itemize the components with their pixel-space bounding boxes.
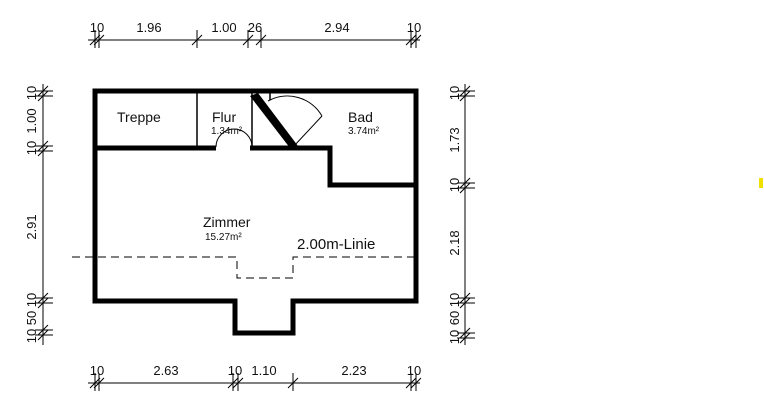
room-name-treppe: Treppe (117, 109, 161, 125)
room-area-bad: 3.74m² (348, 126, 380, 137)
dim-left-1: 10 (24, 86, 39, 100)
dim-top-6: 10 (407, 20, 421, 35)
dim-bottom-3: 10 (228, 363, 242, 378)
dim-left-3: 10 (24, 141, 39, 155)
dim-right-7: 10 (447, 330, 462, 344)
room-name-zimmer: Zimmer (203, 214, 251, 230)
dim-top-5: 2.94 (324, 20, 349, 35)
room-area-zimmer: 15.27m² (205, 232, 242, 243)
dimension-right (457, 84, 475, 345)
dim-right-4: 2.18 (447, 230, 462, 255)
interior-walls (97, 93, 414, 188)
dim-top-1: 10 (90, 20, 104, 35)
two-meter-line-label: 2.00m-Linie (297, 236, 375, 253)
dim-right-6: 60 (447, 311, 462, 325)
dim-top-3: 1.00 (211, 20, 236, 35)
dim-right-3: 10 (447, 178, 462, 192)
flur-arch (215, 128, 253, 148)
yellow-marker (759, 178, 763, 188)
dim-left-2: 1.00 (24, 108, 39, 133)
dim-bottom-2: 2.63 (153, 363, 178, 378)
dimension-top (88, 30, 422, 48)
dim-bottom-4: 1.10 (251, 363, 276, 378)
exterior-walls (92, 88, 419, 336)
dim-left-5: 10 (24, 293, 39, 307)
dim-bottom-5: 2.23 (341, 363, 366, 378)
dim-top-4: 26 (248, 20, 262, 35)
room-name-flur: Flur (212, 109, 236, 125)
dim-right-1: 10 (447, 86, 462, 100)
dim-right-2: 1.73 (447, 127, 462, 152)
dim-right-5: 10 (447, 293, 462, 307)
room-area-flur: 1.34m² (211, 126, 243, 137)
two-meter-line (72, 256, 414, 279)
room-name-bad: Bad (348, 109, 373, 125)
dim-left-7: 10 (24, 329, 39, 343)
dimension-bottom (88, 373, 422, 391)
dim-top-2: 1.96 (136, 20, 161, 35)
dim-bottom-1: 10 (90, 363, 104, 378)
dim-left-4: 2.91 (24, 214, 39, 239)
dimension-left (35, 84, 53, 345)
dim-bottom-6: 10 (407, 363, 421, 378)
bad-door (250, 93, 323, 148)
dim-left-6: 50 (24, 311, 39, 325)
